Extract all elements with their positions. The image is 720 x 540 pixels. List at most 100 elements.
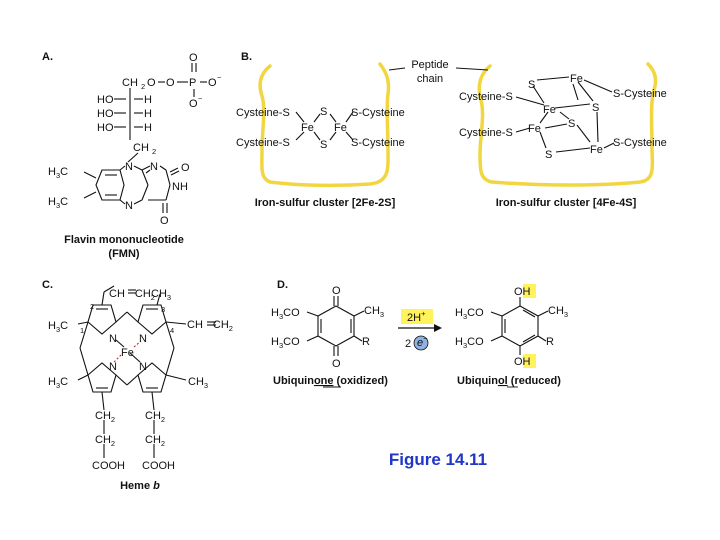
fe-4fe-bottom: Fe xyxy=(590,144,603,156)
panel-b-letter: B. xyxy=(241,51,252,63)
heme-ch3-low: CH3 xyxy=(188,376,208,390)
fmn-ho3: HO xyxy=(97,122,114,134)
oh-top-highlight xyxy=(523,284,536,298)
heme-h3c-low: H3C xyxy=(48,376,68,390)
fmn-ch2-mid-sub: 2 xyxy=(152,147,156,156)
caption-4fe-4s: Iron-sulfur cluster [4Fe-4S] xyxy=(496,197,637,209)
cys-4fe-right-2: S-Cysteine xyxy=(613,137,667,149)
peptide-chain-left xyxy=(258,62,391,188)
ubq-meo-2: H3CO xyxy=(271,336,300,350)
fmn-h3: H xyxy=(144,122,152,134)
fmn-ch2-mid: CH xyxy=(133,142,149,154)
ubq-r: R xyxy=(362,336,370,348)
cys-4fe-right-1: S-Cysteine xyxy=(613,88,667,100)
heme-ch2-b1: CH2 xyxy=(145,410,165,424)
fmn-o-right: O xyxy=(208,77,217,89)
fmn-n10: N xyxy=(125,161,133,173)
cys-2fe-bottom-left: Cysteine-S xyxy=(236,137,290,149)
fmn-o2: O xyxy=(181,162,190,174)
reagent-e: e− xyxy=(417,334,428,349)
ubq-o-bottom: O xyxy=(332,358,341,370)
reagent-2: 2 xyxy=(405,338,411,350)
ubqol-oh-bottom: OH xyxy=(514,356,531,368)
fmn-nh: NH xyxy=(172,181,188,193)
cys-4fe-left-2: Cysteine-S xyxy=(459,127,513,139)
fe-2fe-left: Fe xyxy=(301,122,314,134)
reaction-arrow: 2H+ 2 e− xyxy=(398,309,442,351)
heme-num-2: 2 xyxy=(90,302,94,311)
s-4fe-top-left: S xyxy=(528,79,535,91)
ribityl-chain xyxy=(114,88,143,140)
fmn-ch2-top: CH xyxy=(122,77,138,89)
ubqol-meo-1: H3CO xyxy=(455,307,484,321)
heme-ch3-top: CH3 xyxy=(151,288,171,302)
cys-2fe-top-right: S-Cysteine xyxy=(351,107,405,119)
heme-n-bottom-right: N xyxy=(139,361,147,373)
fe-4fe-top: Fe xyxy=(570,73,583,85)
oh-bottom-highlight xyxy=(523,354,536,368)
peptide-label-line1: Peptide xyxy=(411,59,448,71)
heme-cooh-b: COOH xyxy=(142,460,175,472)
heme-caption: Heme b xyxy=(120,480,160,492)
electron-icon xyxy=(413,335,429,351)
cys-4fe-left-1: Cysteine-S xyxy=(459,91,513,103)
fe-4fe-mid: Fe xyxy=(543,104,556,116)
phosphate-group xyxy=(158,63,207,97)
panel-a-fmn: A. CH 2 O O P O O − O − HO HO xyxy=(42,51,222,260)
heme-fe: Fe xyxy=(121,347,134,359)
fmn-ch2-top-sub: 2 xyxy=(141,82,145,91)
fmn-ho2: HO xyxy=(97,108,114,120)
fmn-h2: H xyxy=(144,108,152,120)
fmn-caption-line2: (FMN) xyxy=(108,248,139,260)
peptide-pointer-right xyxy=(455,67,489,71)
peptide-label-line2: chain xyxy=(417,73,443,85)
ubiquinone-ring xyxy=(306,296,365,356)
cluster-4fe-4s: Cysteine-S Cysteine-S S-Cysteine S-Cyste… xyxy=(459,73,667,161)
fmn-caption-line1: Flavin mononucleotide xyxy=(64,234,184,246)
reagent-2h: 2H+ xyxy=(407,309,426,324)
heme-num-1: 1 xyxy=(80,326,84,335)
s-4fe-right: S xyxy=(592,102,599,114)
fmn-phosphorus: P xyxy=(189,77,196,89)
ubiquinol-caption: Ubiquinol (reduced) xyxy=(457,375,561,387)
fe-4fe-left: Fe xyxy=(528,123,541,135)
fmn-h1: H xyxy=(144,94,152,106)
fmn-h3c1: H3C xyxy=(48,166,68,180)
ubq-meo-1: H3CO xyxy=(271,307,300,321)
ubqol-r: R xyxy=(546,336,554,348)
fmn-h3c2: H3C xyxy=(48,196,68,210)
fe-2fe-right: Fe xyxy=(334,122,347,134)
fmn-n1: N xyxy=(150,161,158,173)
panel-c-heme: C. xyxy=(42,279,233,492)
fmn-o-right-sup: − xyxy=(217,73,222,82)
heme-n-top-right: N xyxy=(139,333,147,345)
s-4fe-center: S xyxy=(568,118,575,130)
reagent-2h-highlight xyxy=(401,309,433,324)
panel-d-ubiquinone: D. O O H3CO H3CO CH3 R 2H+ 2 xyxy=(271,279,568,388)
heme-n-top-left: N xyxy=(109,333,117,345)
ubqol-meo-2: H3CO xyxy=(455,336,484,350)
ubq-ch3: CH3 xyxy=(364,305,384,319)
cys-2fe-bottom-right: S-Cysteine xyxy=(351,137,405,149)
heme-ch2-a2: CH2 xyxy=(95,434,115,448)
heme-ch2-a1: CH2 xyxy=(95,410,115,424)
s-4fe-bottom: S xyxy=(545,149,552,161)
heme-ch2-b2: CH2 xyxy=(145,434,165,448)
panel-b-iron-sulfur: B. Peptide chain Cysteine-S Cysteine-S S… xyxy=(236,51,667,209)
caption-2fe-2s: Iron-sulfur cluster [2Fe-2S] xyxy=(255,197,396,209)
peptide-pointer-left xyxy=(388,67,406,71)
cluster-2fe-2s: Cysteine-S Cysteine-S S-Cysteine S-Cyste… xyxy=(236,106,405,151)
heme-cooh-a: COOH xyxy=(92,460,125,472)
fmn-o4: O xyxy=(160,215,169,227)
fmn-o-link: O xyxy=(147,77,156,89)
s-2fe-top: S xyxy=(320,106,327,118)
fmn-o-down: O xyxy=(189,98,198,110)
isoalloxazine-rings xyxy=(83,152,180,213)
cys-2fe-top-left: Cysteine-S xyxy=(236,107,290,119)
figure-title: Figure 14.11 xyxy=(389,450,487,469)
fmn-ho1: HO xyxy=(97,94,114,106)
s-2fe-bottom: S xyxy=(320,139,327,151)
